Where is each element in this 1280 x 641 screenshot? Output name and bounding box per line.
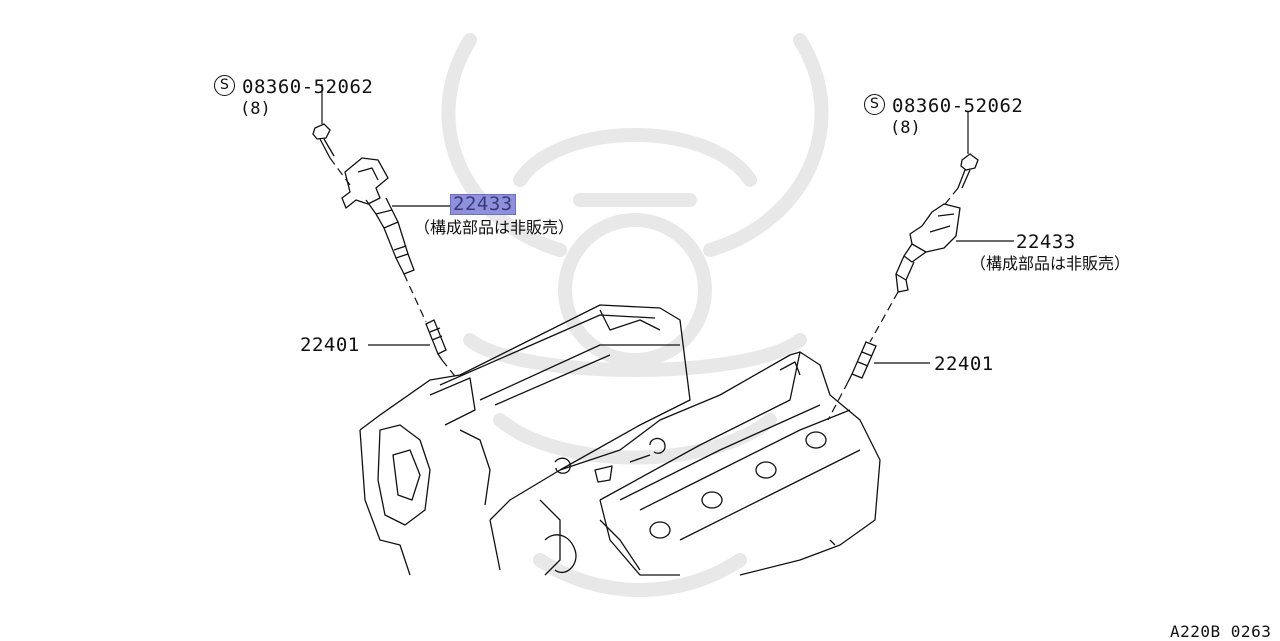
bolt-standard-symbol: S (214, 75, 235, 96)
left-coil-note: （構成部品は非販売） (414, 218, 575, 237)
diagram-code: A220B 0263 (1170, 622, 1272, 641)
left-plug-part-number[interactable]: 22401 (300, 334, 360, 356)
left-ignition-coil (341, 157, 415, 275)
right-bolt-quantity: (8) (890, 118, 921, 138)
right-leader-lines (827, 112, 1014, 421)
right-ignition-coil (895, 203, 961, 293)
left-bolt (312, 123, 335, 159)
left-bolt-part-number[interactable]: 08360-52062 (242, 76, 374, 98)
right-bolt (957, 153, 979, 189)
left-leader-lines (321, 84, 459, 381)
right-bolt-part-number[interactable]: 08360-52062 (892, 95, 1024, 117)
engine-block (359, 304, 881, 576)
left-bolt-quantity: (8) (240, 99, 271, 119)
watermark-logo (441, 33, 829, 597)
right-spark-plug (847, 341, 877, 383)
right-coil-note: （構成部品は非販売） (970, 254, 1131, 273)
right-coil-part-number[interactable]: 22433 (1016, 231, 1076, 253)
left-spark-plug (425, 319, 447, 361)
bolt-standard-symbol: S (864, 94, 885, 115)
right-plug-part-number[interactable]: 22401 (934, 353, 994, 375)
left-coil-part-number[interactable]: 22433 (450, 194, 516, 215)
